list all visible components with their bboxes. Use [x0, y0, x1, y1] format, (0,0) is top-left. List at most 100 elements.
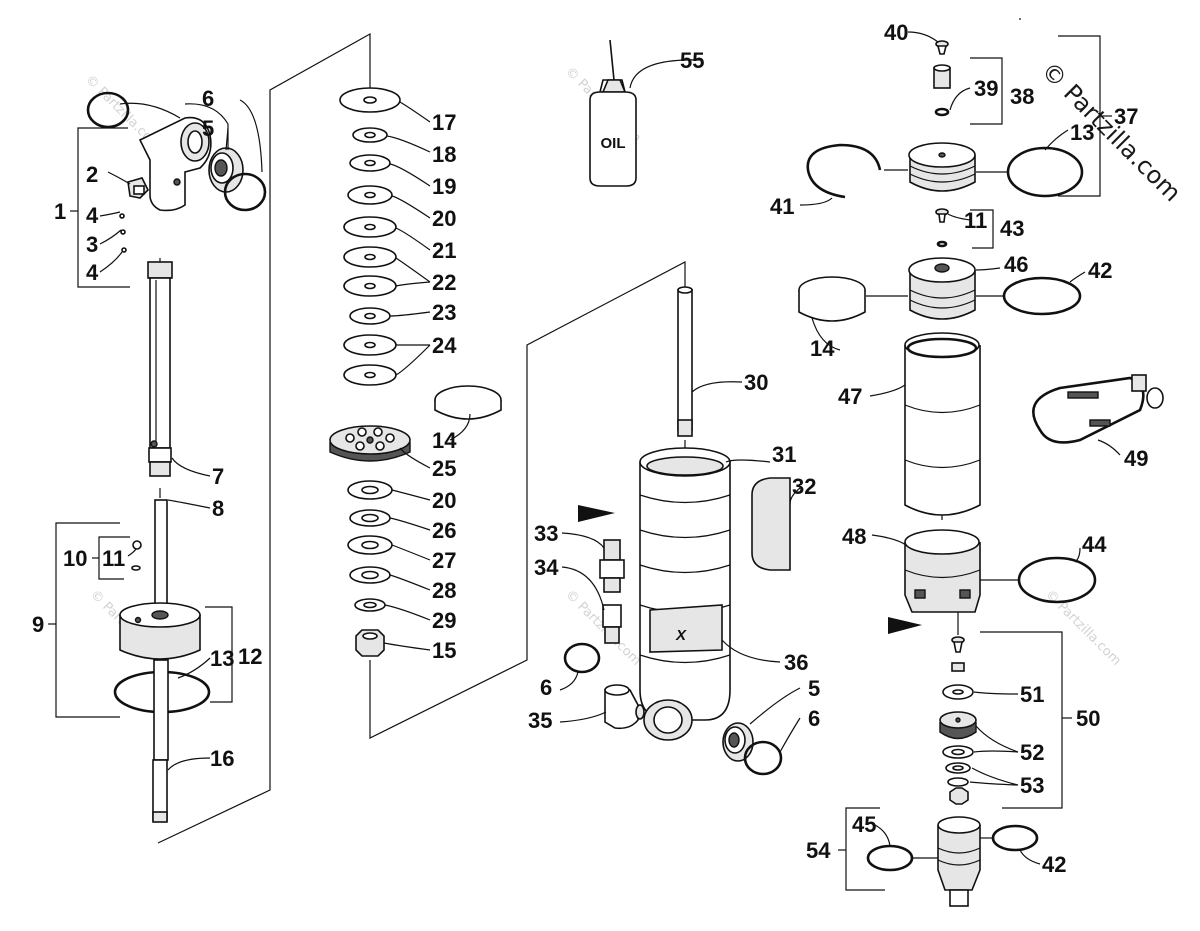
nut-15 — [355, 629, 385, 657]
bushing-5 — [208, 147, 244, 193]
callout-42: 42 — [1088, 258, 1112, 283]
rod-8 — [154, 499, 168, 621]
callout-19: 19 — [432, 174, 456, 199]
callout-47: 47 — [838, 384, 862, 409]
callout-20: 20 — [432, 206, 456, 231]
callout-4: 4 — [86, 203, 99, 228]
callout-44: 44 — [1082, 532, 1107, 557]
o-ring-42 — [991, 824, 1039, 852]
watermark-brand-logo-text: © Partzilla.com — [1036, 56, 1187, 207]
callout-30: 30 — [744, 370, 768, 395]
callout-10: 10 — [63, 546, 87, 571]
callout-4: 4 — [86, 260, 99, 285]
callout-22: 22 — [432, 270, 456, 295]
callout-2: 2 — [86, 162, 98, 187]
adjuster-body-54 — [937, 816, 981, 907]
callout-21: 21 — [432, 238, 456, 263]
callout-6: 6 — [540, 675, 552, 700]
callout-33: 33 — [534, 521, 558, 546]
valve-2 — [127, 177, 149, 199]
o-ring-6 — [563, 642, 601, 674]
o-ring-44 — [1017, 556, 1097, 604]
callout-52: 52 — [1020, 740, 1044, 765]
callout-25: 25 — [432, 456, 456, 481]
brackets — [48, 35, 1112, 891]
valve-33 — [599, 539, 625, 593]
o-ring-6 — [223, 172, 267, 212]
callout-20: 20 — [432, 488, 456, 513]
callout-8: 8 — [212, 496, 224, 521]
callout-16: 16 — [210, 746, 234, 771]
o-ring-13 — [1006, 146, 1084, 198]
pin-16 — [152, 759, 168, 823]
callout-28: 28 — [432, 578, 456, 603]
oil-label: OIL — [601, 135, 626, 152]
leader-lines — [99, 18, 1121, 865]
ball-4 — [121, 247, 127, 253]
callout-18: 18 — [432, 142, 456, 167]
arrow-marker — [578, 505, 615, 522]
callout-55: 55 — [680, 48, 704, 73]
callout-17: 17 — [432, 110, 456, 135]
screw-11 — [935, 208, 949, 248]
ball-3 — [120, 229, 126, 235]
foam-32 — [751, 477, 791, 571]
callout-43: 43 — [1000, 216, 1024, 241]
watermark-text: © Partzilla.com — [562, 587, 644, 669]
shock-body: X — [563, 286, 791, 776]
callout-5: 5 — [808, 676, 820, 701]
watermark-text: © Partzilla.com — [1042, 587, 1124, 669]
bushing-5 — [722, 722, 754, 762]
callout-46: 46 — [1004, 252, 1028, 277]
callout-6: 6 — [808, 706, 820, 731]
floating-piston-46 — [908, 257, 976, 320]
callout-53: 53 — [1020, 773, 1044, 798]
eyelet — [138, 116, 212, 212]
callout-24: 24 — [432, 333, 457, 358]
callout-9: 9 — [32, 612, 44, 637]
callout-3: 3 — [86, 232, 98, 257]
callout-numbers: 1 2 3 4 4 5 6 7 8 9 10 11 12 13 16 17 18… — [32, 20, 1148, 877]
oil-bottle-55: OIL — [589, 39, 637, 187]
callout-15: 15 — [432, 638, 456, 663]
screw-40 — [935, 40, 949, 55]
callout-41: 41 — [770, 194, 794, 219]
clamp-49 — [1032, 374, 1164, 444]
reservoir-assembly — [798, 40, 1164, 907]
callout-40: 40 — [884, 20, 908, 45]
callout-6: 6 — [202, 86, 214, 111]
fox-logo-mark: X — [675, 627, 687, 644]
callout-14: 14 — [432, 428, 457, 453]
connector-lines — [157, 32, 959, 844]
callout-11: 11 — [964, 208, 987, 233]
callout-29: 29 — [432, 608, 456, 633]
callout-35: 35 — [528, 708, 552, 733]
piston-25 — [329, 425, 411, 462]
callout-31: 31 — [772, 442, 796, 467]
callout-13: 13 — [1070, 120, 1094, 145]
callout-38: 38 — [1010, 84, 1034, 109]
adjuster-stack-50 — [939, 636, 977, 805]
callout-49: 49 — [1124, 446, 1148, 471]
reservoir-cap-37 — [908, 142, 976, 192]
o-ring-42 — [1002, 276, 1082, 316]
shim-stack — [329, 87, 502, 657]
snap-ring-41 — [806, 143, 882, 199]
callout-50: 50 — [1076, 706, 1100, 731]
callout-32: 32 — [792, 474, 816, 499]
callout-51: 51 — [1020, 682, 1044, 707]
shaft-7 — [147, 261, 173, 477]
callout-54: 54 — [806, 838, 831, 863]
o-ring-6 — [743, 740, 783, 776]
callout-42: 42 — [1042, 852, 1066, 877]
callout-14: 14 — [810, 336, 835, 361]
fitting-34 — [602, 604, 622, 644]
callout-11: 11 — [102, 546, 125, 571]
screw-11 — [131, 540, 142, 571]
piston-band-14 — [798, 276, 866, 322]
callout-36: 36 — [784, 650, 808, 675]
callout-12: 12 — [238, 644, 262, 669]
callout-48: 48 — [842, 524, 866, 549]
callout-27: 27 — [432, 548, 456, 573]
